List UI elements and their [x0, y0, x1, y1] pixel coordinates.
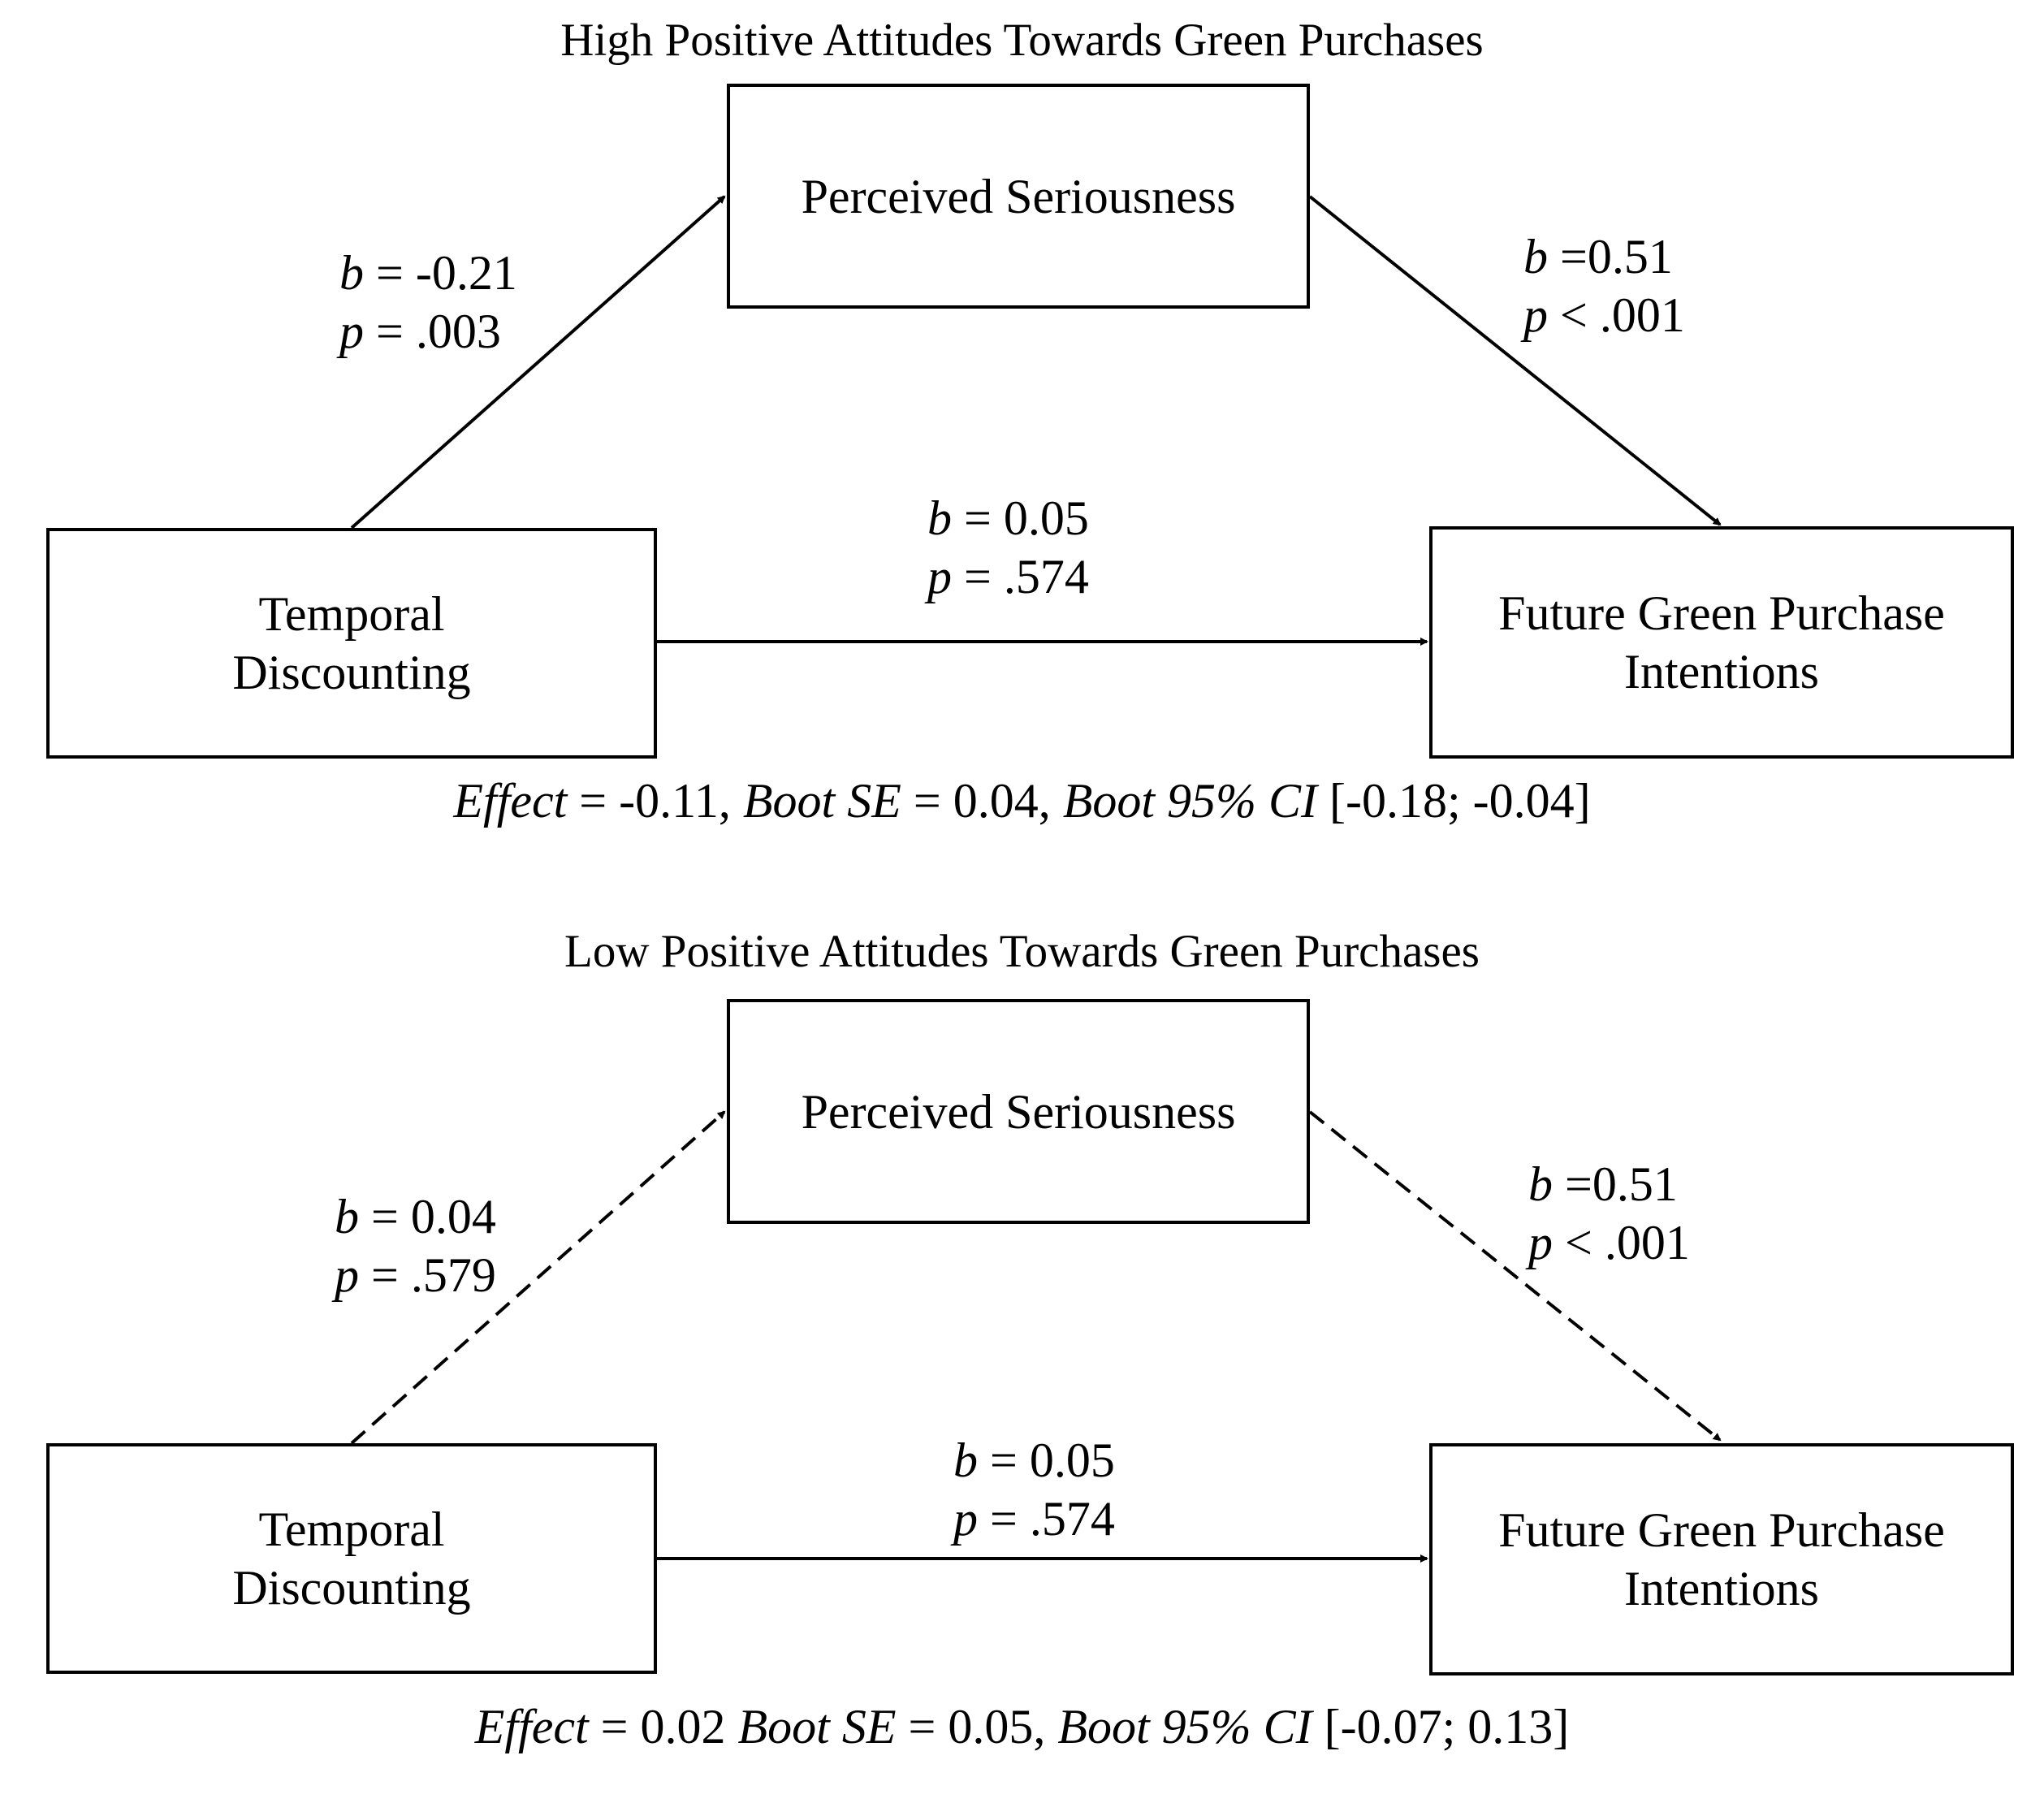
path-b-arrow	[1308, 195, 1722, 526]
path-a-stats: b = 0.04 p = .579	[335, 1187, 496, 1304]
b-symbol: b	[335, 1190, 359, 1243]
path-a-stats: b = -0.21 p = .003	[339, 244, 517, 361]
p-value: = .574	[952, 550, 1089, 603]
p-value: = .003	[364, 305, 501, 358]
path-b-arrow	[1308, 1110, 1722, 1442]
p-symbol: p	[953, 1492, 978, 1546]
p-value: = .579	[359, 1248, 496, 1302]
p-value: < .001	[1548, 288, 1685, 342]
effect-value: = -0.11,	[567, 774, 743, 828]
boot-ci-value: [-0.18; -0.04]	[1317, 774, 1591, 828]
b-value: =0.51	[1553, 1157, 1678, 1211]
p-symbol: p	[339, 305, 364, 358]
path-a-arrow	[350, 1110, 726, 1445]
boot-ci-value: [-0.07; 0.13]	[1312, 1700, 1570, 1753]
panel-low-attitudes: Low Positive Attitudes Towards Green Pur…	[0, 911, 2044, 1803]
indirect-effect-summary: Effect = -0.11, Boot SE = 0.04, Boot 95%…	[0, 772, 2044, 830]
b-value: = 0.05	[952, 491, 1089, 545]
node-perceived-seriousness: Perceived Seriousness	[727, 84, 1310, 309]
path-c-stats: b = 0.05 p = .574	[953, 1431, 1115, 1548]
path-b-stats: b =0.51 p < .001	[1528, 1155, 1690, 1272]
boot-se-value: = 0.04,	[901, 774, 1063, 828]
p-symbol: p	[1528, 1216, 1553, 1269]
b-symbol: b	[953, 1433, 978, 1487]
b-value: = 0.05	[978, 1433, 1115, 1487]
boot-se-label: Boot SE	[742, 774, 901, 828]
path-b-stats: b =0.51 p < .001	[1523, 227, 1685, 344]
b-value: =0.51	[1548, 230, 1673, 283]
p-symbol: p	[927, 550, 952, 603]
p-symbol: p	[335, 1248, 359, 1302]
path-arrows	[350, 1110, 1722, 1563]
panel-high-attitudes: High Positive Attitudes Towards Green Pu…	[0, 0, 2044, 892]
path-arrows	[350, 195, 1722, 646]
node-label: Future Green Purchase Intentions	[1498, 1503, 1945, 1615]
p-value: < .001	[1553, 1216, 1690, 1269]
boot-se-value: = 0.05,	[896, 1700, 1058, 1753]
b-value: = -0.21	[364, 246, 517, 300]
b-symbol: b	[1523, 230, 1548, 283]
b-symbol: b	[927, 491, 952, 545]
b-value: = 0.04	[359, 1190, 496, 1243]
panel-title: Low Positive Attitudes Towards Green Pur…	[564, 926, 1480, 977]
p-symbol: p	[1523, 288, 1548, 342]
effect-label: Effect	[453, 774, 568, 828]
panel-title: High Positive Attitudes Towards Green Pu…	[560, 15, 1484, 66]
boot-ci-label: Boot 95% CI	[1057, 1700, 1312, 1753]
b-symbol: b	[1528, 1157, 1553, 1211]
indirect-effect-summary: Effect = 0.02 Boot SE = 0.05, Boot 95% C…	[0, 1697, 2044, 1756]
b-symbol: b	[339, 246, 364, 300]
node-perceived-seriousness: Perceived Seriousness	[727, 999, 1310, 1224]
boot-ci-label: Boot 95% CI	[1062, 774, 1318, 828]
node-temporal-discounting: Temporal Discounting	[46, 1443, 657, 1674]
path-a-arrow	[350, 195, 726, 530]
node-label: Perceived Seriousness	[801, 169, 1236, 223]
path-c-stats: b = 0.05 p = .574	[927, 489, 1089, 606]
effect-label: Effect	[474, 1700, 589, 1753]
boot-se-label: Boot SE	[737, 1700, 897, 1753]
node-label: Temporal Discounting	[232, 587, 471, 699]
node-label: Temporal Discounting	[232, 1502, 471, 1615]
p-value: = .574	[978, 1492, 1115, 1546]
node-label: Perceived Seriousness	[801, 1084, 1236, 1139]
node-future-green-purchase-intentions: Future Green Purchase Intentions	[1429, 526, 2014, 759]
node-label: Future Green Purchase Intentions	[1498, 586, 1945, 698]
node-temporal-discounting: Temporal Discounting	[46, 528, 657, 759]
node-future-green-purchase-intentions: Future Green Purchase Intentions	[1429, 1443, 2014, 1675]
effect-value: = 0.02	[588, 1700, 738, 1753]
